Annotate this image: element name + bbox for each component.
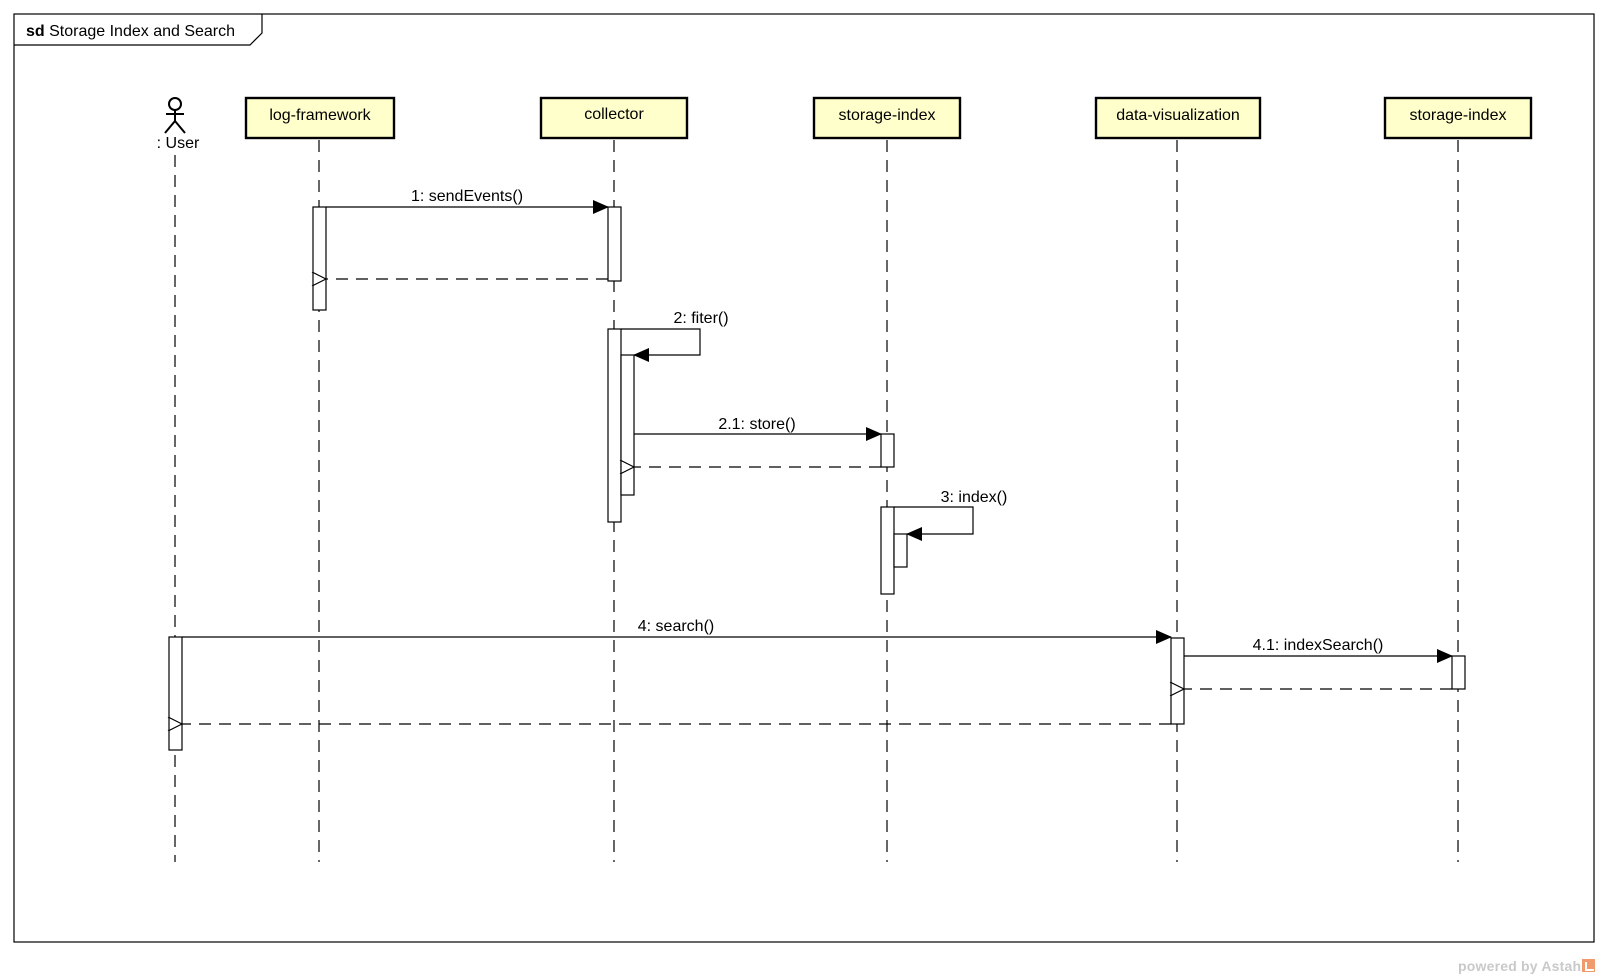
watermark-text: powered by Astah — [1458, 958, 1582, 974]
actor-user-label: : User — [157, 135, 200, 152]
participant-storage-index-1 — [812, 96, 962, 140]
participant-collector — [539, 96, 689, 140]
message-label: 2: fiter() — [673, 310, 728, 327]
message-label: 4: search() — [638, 618, 714, 635]
participant-storage-index-2 — [1383, 96, 1533, 140]
participant-label: collector — [584, 106, 644, 123]
activation-collector-1 — [607, 206, 622, 282]
message-label: 1: sendEvents() — [411, 188, 523, 205]
message-fiter-arrow — [621, 328, 701, 362]
participant-data-visualization — [1094, 96, 1262, 140]
frame-title-tab — [14, 14, 263, 46]
message-label: 2.1: store() — [718, 416, 795, 433]
participant-label: log-framework — [269, 107, 371, 124]
message-label: 3: index() — [941, 489, 1008, 506]
astah-logo-icon — [1582, 959, 1596, 972]
message-label: 4.1: indexSearch() — [1253, 637, 1384, 654]
activation-log-framework — [312, 206, 327, 311]
activation-storage-index-1c — [893, 533, 908, 568]
activation-collector-2 — [607, 328, 622, 523]
actor-user-icon — [164, 97, 186, 134]
message-index-arrow — [894, 506, 974, 541]
astah-watermark: powered by Astah — [1458, 958, 1596, 974]
participant-label: storage-index — [839, 107, 936, 124]
frame-title: sd Storage Index and Search — [26, 23, 235, 40]
participant-log-framework — [244, 96, 396, 140]
activation-data-visualization — [1170, 637, 1185, 725]
activation-user — [168, 636, 183, 751]
activation-storage-index-2 — [1451, 655, 1466, 690]
diagram-frame — [13, 13, 1595, 943]
activation-collector-3 — [620, 354, 635, 496]
activation-storage-index-1b — [880, 506, 895, 595]
activation-storage-index-1a — [880, 433, 895, 468]
participant-label: data-visualization — [1116, 107, 1240, 124]
participant-label: storage-index — [1410, 107, 1507, 124]
